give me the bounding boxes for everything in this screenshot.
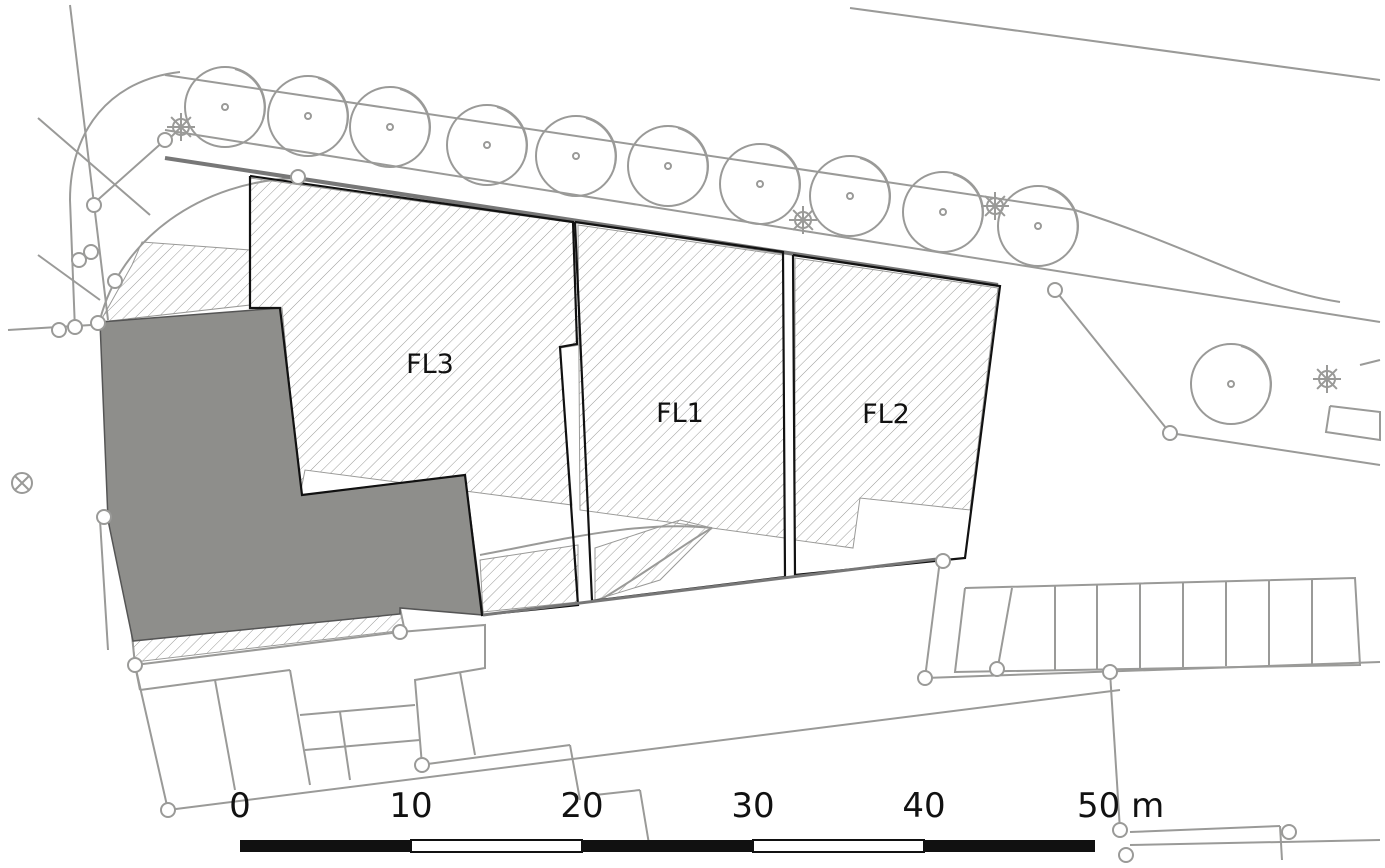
tree-icon [267, 75, 349, 157]
survey-point-icon [96, 509, 112, 525]
shrubs [167, 113, 1341, 393]
hatched-areas [99, 177, 999, 663]
tree-icon [902, 171, 984, 253]
scale-tick-30: 30 [731, 786, 774, 826]
survey-point-icon [127, 657, 143, 673]
shrub-icon [167, 113, 195, 141]
scale-segment-4 [752, 839, 925, 853]
survey-point-icon [1102, 664, 1118, 680]
tree-icon [184, 66, 266, 148]
scale-segment-2 [410, 839, 583, 853]
scale-tick-20: 20 [560, 786, 603, 826]
survey-point-icon [1281, 824, 1297, 840]
survey-point-icon [107, 273, 123, 289]
manhole-icon [11, 472, 33, 494]
survey-point-icon [1162, 425, 1178, 441]
survey-point-icon [989, 661, 1005, 677]
tree-icon [1190, 343, 1272, 425]
survey-point-icon [917, 670, 933, 686]
survey-point-icon [1118, 847, 1134, 863]
scale-segment-1 [240, 840, 411, 852]
shrub-icon [981, 192, 1009, 220]
scale-segment-3 [582, 840, 753, 852]
survey-point-icon [414, 757, 430, 773]
survey-point-icon [51, 322, 67, 338]
survey-point-icon [86, 197, 102, 213]
survey-point-icon [160, 802, 176, 818]
plot-fl2-outline [791, 253, 1002, 577]
shrub-icon [789, 206, 817, 234]
scale-bar: 0 10 20 30 40 50 m [229, 786, 1164, 853]
plot-fl3-outline [248, 174, 580, 617]
scale-tick-50-m: 50 m [1077, 786, 1164, 826]
tree-icon [809, 155, 891, 237]
shrub-icon [1313, 365, 1341, 393]
survey-point-icon [1047, 282, 1063, 298]
tree-icon [349, 86, 431, 168]
survey-points [51, 132, 1297, 863]
plot-label-fl1: FL1 [656, 398, 704, 429]
scale-tick-0: 0 [229, 786, 251, 826]
survey-point-icon [935, 553, 951, 569]
survey-point-icon [290, 169, 306, 185]
tree-row [184, 66, 1272, 425]
survey-point-icon [67, 319, 83, 335]
survey-point-icon [1112, 822, 1128, 838]
scale-tick-40: 40 [902, 786, 945, 826]
scale-segment-5 [924, 840, 1095, 852]
plot-label-fl2: FL2 [862, 399, 910, 430]
survey-point-icon [157, 132, 173, 148]
plot-label-fl3: FL3 [406, 349, 454, 380]
survey-point-icon [90, 315, 106, 331]
tree-icon [627, 125, 709, 207]
survey-point-icon [83, 244, 99, 260]
tree-icon [446, 104, 528, 186]
survey-point-icon [71, 252, 87, 268]
tree-icon [719, 143, 801, 225]
survey-point-icon [392, 624, 408, 640]
tree-icon [997, 185, 1079, 267]
scale-tick-10: 10 [389, 786, 432, 826]
tree-icon [535, 115, 617, 197]
